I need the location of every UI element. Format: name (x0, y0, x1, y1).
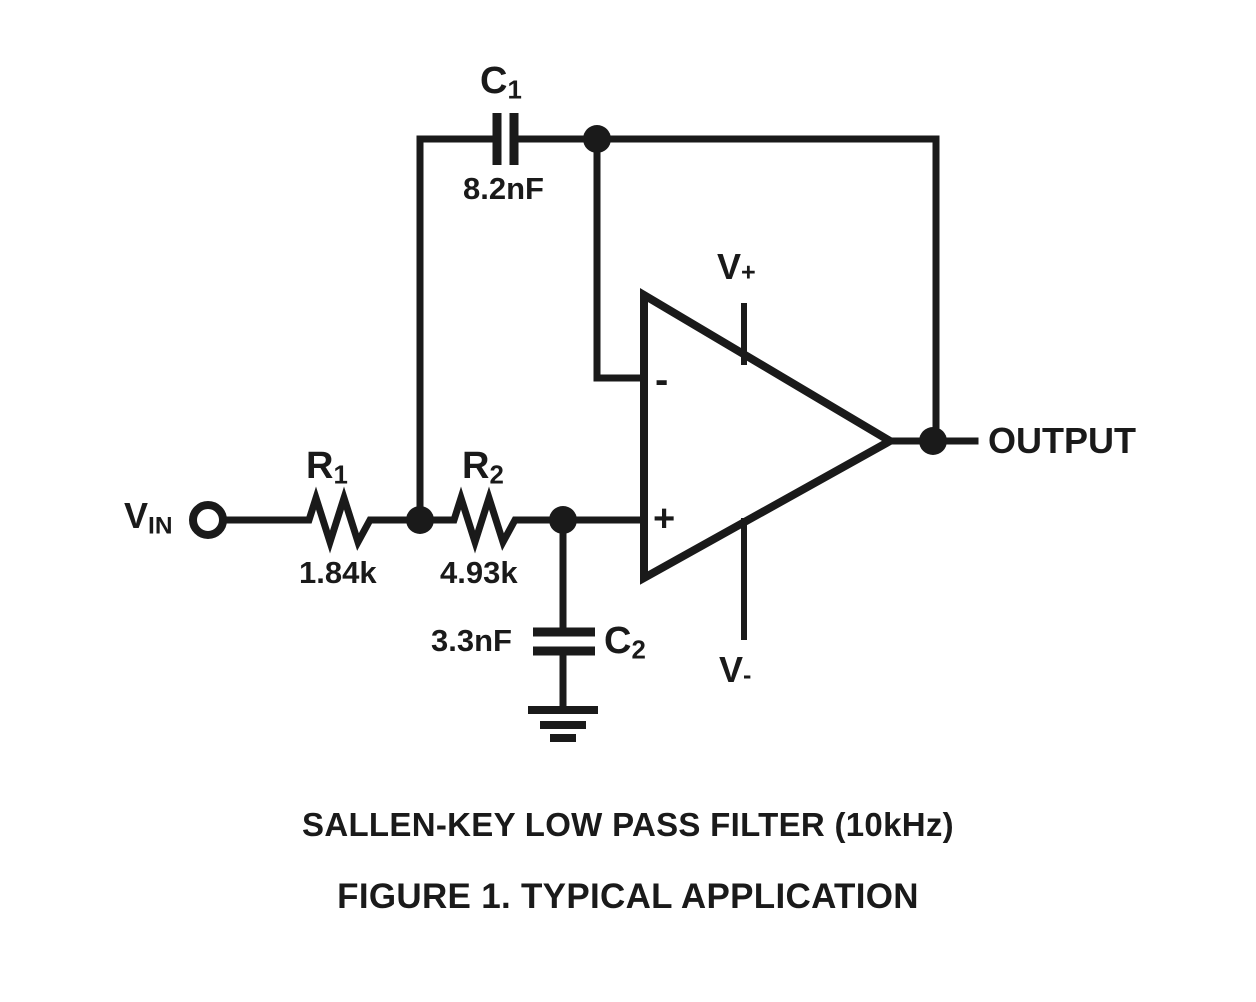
component-label-c1: C1 (480, 60, 522, 105)
figure-caption: SALLEN-KEY LOW PASS FILTER (10kHz) FIGUR… (0, 806, 1256, 917)
component-label-r1: R1 (306, 445, 348, 490)
component-label-c2: C2 (604, 620, 646, 665)
caption-line-title: SALLEN-KEY LOW PASS FILTER (10kHz) (302, 806, 954, 843)
opamp-triangle (640, 287, 899, 585)
component-value-c2: 3.3nF (431, 623, 512, 658)
caption-line-figure-number: FIGURE 1. TYPICAL APPLICATION (337, 877, 919, 916)
opamp-noninverting-pin-label: + (653, 498, 676, 540)
component-value-c1: 8.2nF (463, 171, 544, 206)
supply-rail-label-positive: V+ (717, 246, 756, 287)
input-terminal-circle (189, 501, 227, 539)
opamp-inverting-pin-label: - (655, 358, 669, 402)
supply-rail-label-negative: V- (719, 649, 752, 690)
output-port-label: OUTPUT (988, 420, 1136, 461)
component-value-r1: 1.84k (299, 555, 377, 590)
input-port-label: VIN (124, 495, 173, 540)
wire-inverting-feedback (593, 135, 648, 382)
component-value-r2: 4.93k (440, 555, 518, 590)
component-label-r2: R2 (462, 445, 504, 490)
resistor-r2-symbol (445, 486, 524, 554)
junction-dot-output (919, 427, 947, 455)
resistor-r1-symbol (300, 486, 378, 554)
